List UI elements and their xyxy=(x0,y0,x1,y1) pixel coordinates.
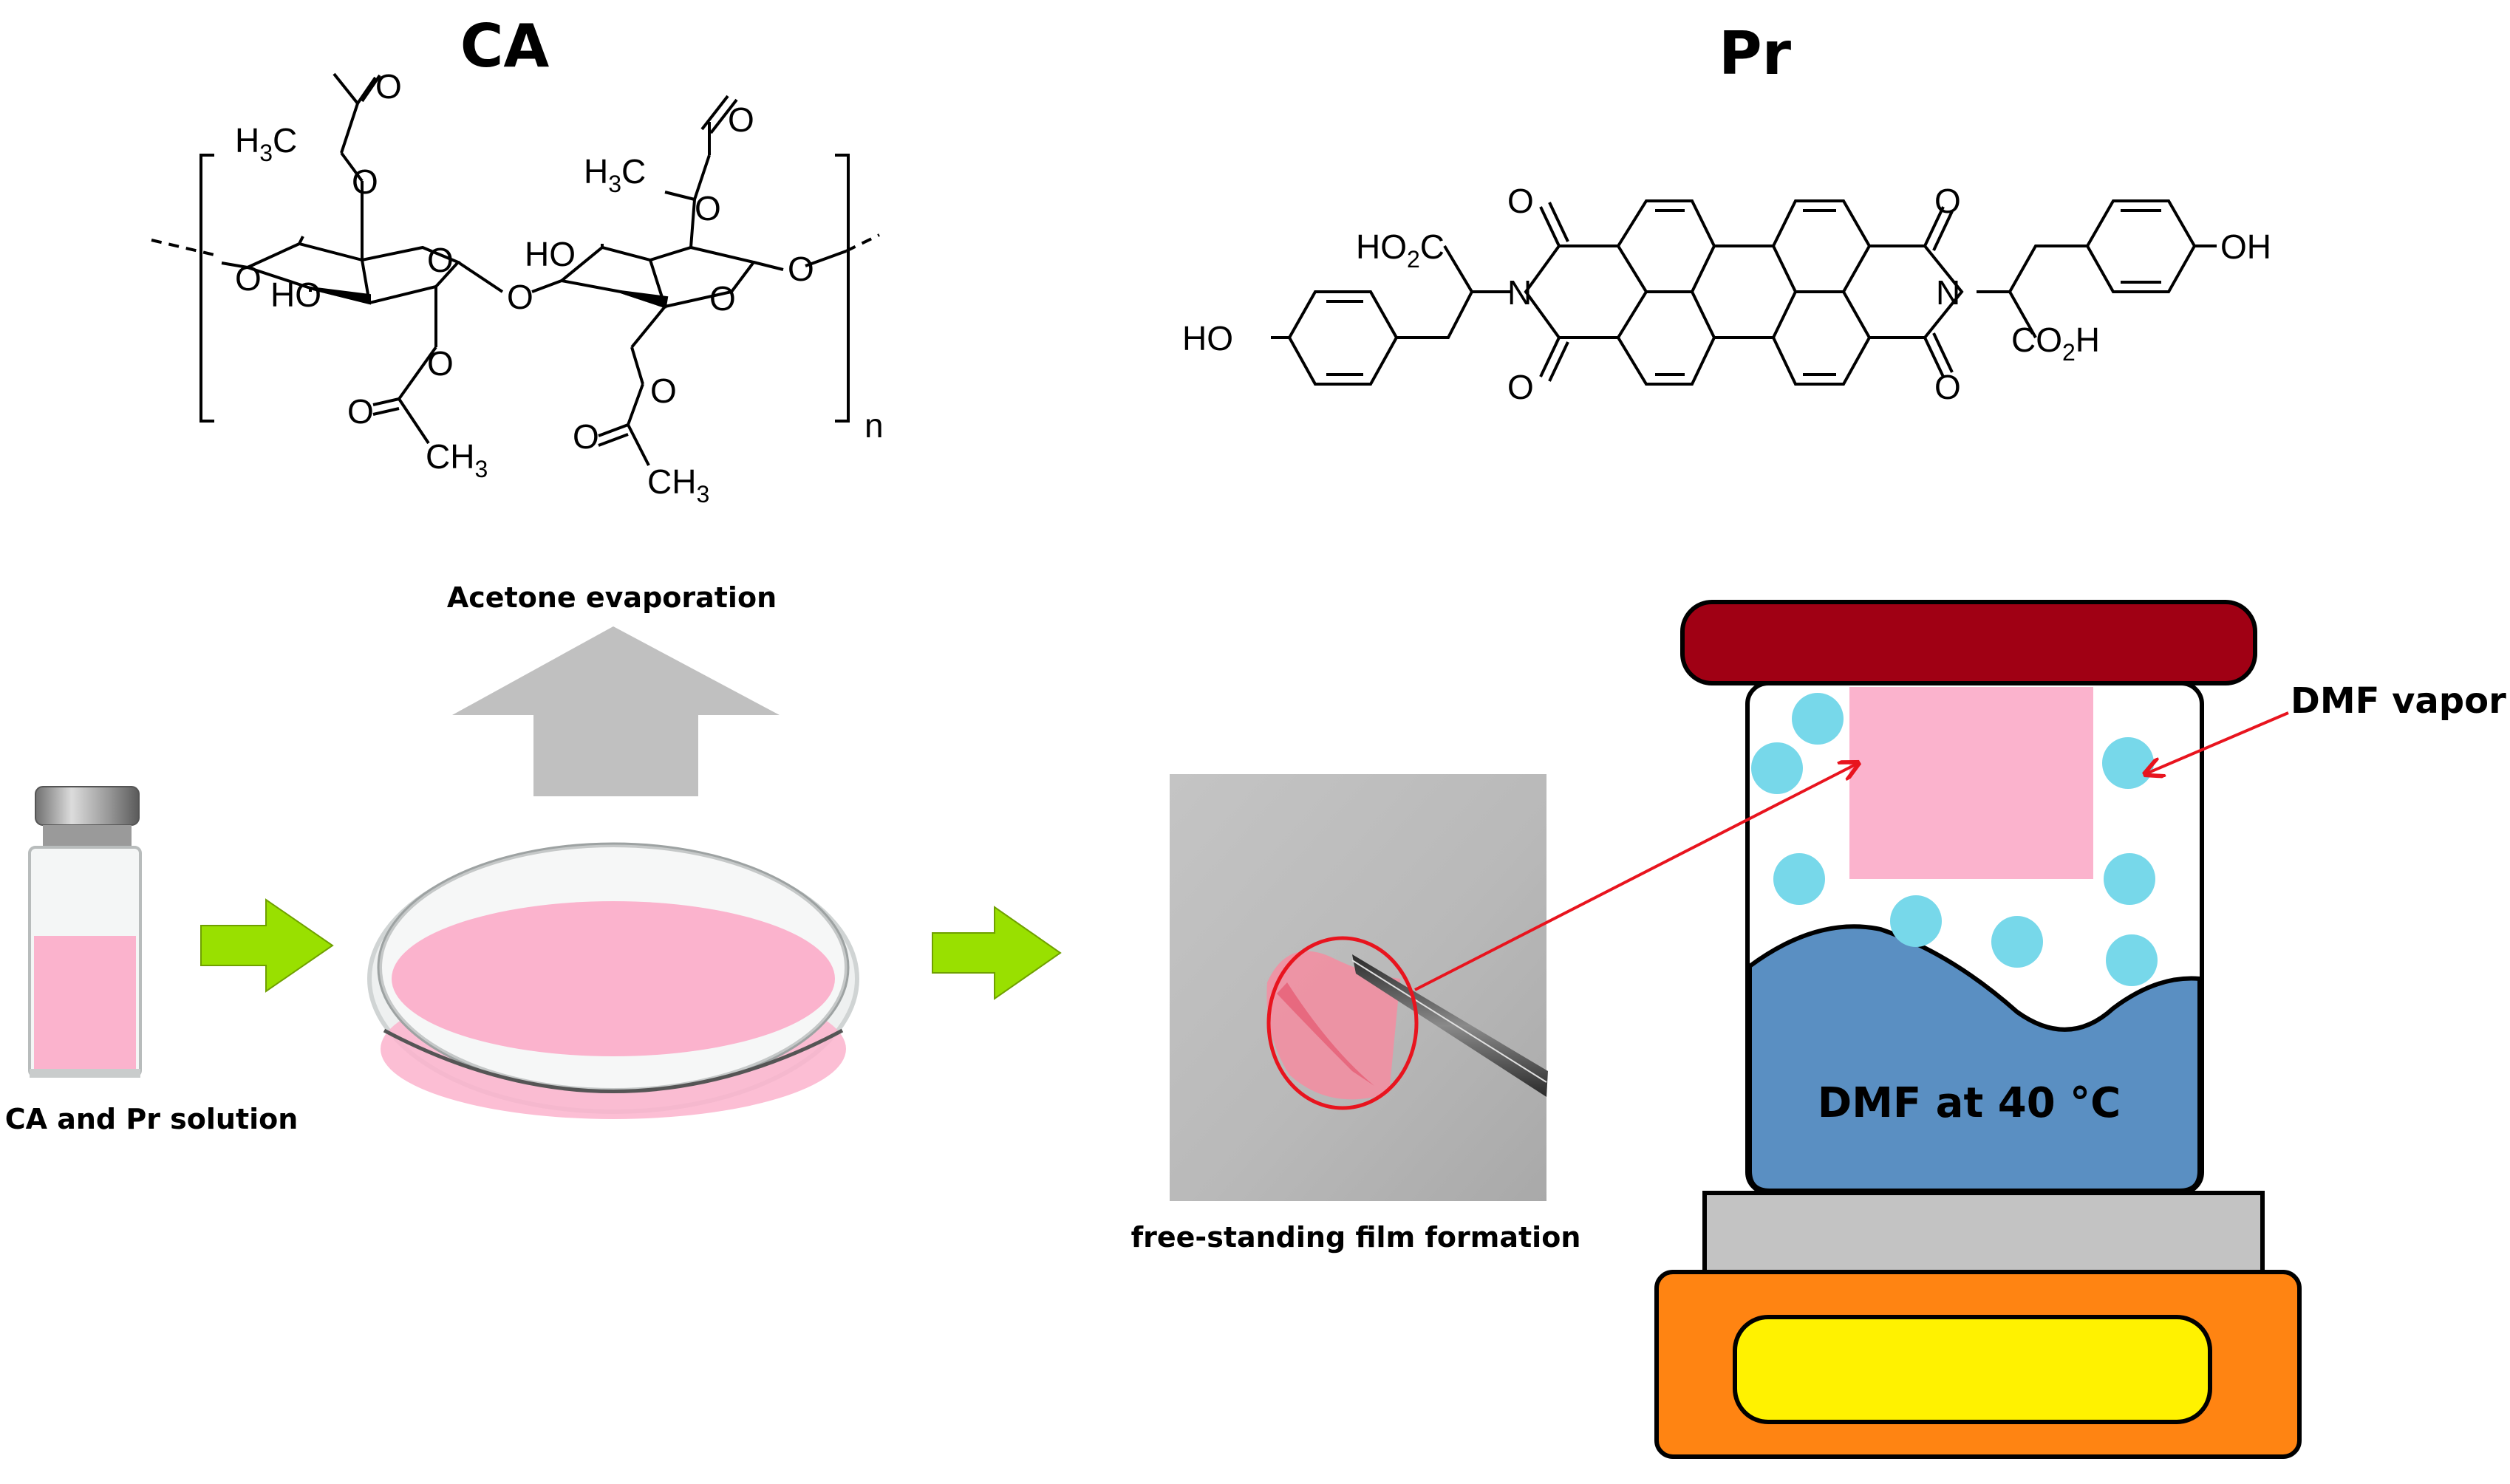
svg-text:CO2H: CO2H xyxy=(2011,321,2100,366)
svg-text:O: O xyxy=(728,100,754,139)
svg-text:O: O xyxy=(1507,182,1534,220)
film-photo xyxy=(1170,774,1548,1201)
evaporation-label: Acetone evaporation xyxy=(447,581,777,614)
vial-label: CA and Pr solution xyxy=(5,1103,299,1135)
film-sample xyxy=(1266,951,1400,1100)
vapor-chamber xyxy=(1654,600,2302,1459)
film-highlight-circle xyxy=(1266,936,1419,1110)
svg-text:O: O xyxy=(1507,368,1534,406)
step-arrow-2 xyxy=(932,906,1062,1000)
pr-atom-labels: O O O O N N HO2C CO2H HO OH xyxy=(1182,182,2271,406)
film-label: free-standing film formation xyxy=(1131,1221,1581,1254)
vapor-label: DMF vapor xyxy=(2291,680,2506,722)
ca-atom-labels: O HO O O O O H3C O O CH3 HO O O O O H3C … xyxy=(235,67,884,507)
svg-text:O: O xyxy=(1934,368,1961,406)
imide-right xyxy=(1869,245,1964,339)
left-bracket xyxy=(199,154,214,423)
ca-repeat-subscript: n xyxy=(864,406,884,445)
svg-text:HO2C: HO2C xyxy=(1356,228,1445,273)
tweezers xyxy=(1352,954,1548,1097)
svg-text:N: N xyxy=(1507,273,1532,312)
vial-solution xyxy=(34,936,136,1073)
svg-text:H3C: H3C xyxy=(584,152,646,197)
petri-dish xyxy=(367,842,859,1119)
svg-text:HO: HO xyxy=(1182,319,1233,358)
svg-text:O: O xyxy=(427,344,454,383)
svg-text:O: O xyxy=(709,279,736,318)
svg-text:O: O xyxy=(347,392,374,431)
svg-text:O: O xyxy=(235,259,262,298)
jar-lid xyxy=(1680,600,2257,685)
svg-text:OH: OH xyxy=(2220,228,2271,266)
svg-text:O: O xyxy=(427,241,454,279)
perylene-core xyxy=(1616,199,1872,386)
svg-text:O: O xyxy=(788,250,814,288)
svg-text:H3C: H3C xyxy=(235,121,297,166)
liquid-label: DMF at 40 °C xyxy=(1818,1079,2121,1127)
svg-text:O: O xyxy=(573,417,599,456)
pr-structure xyxy=(1271,199,2217,386)
dmf-liquid xyxy=(1747,924,2202,1193)
ca-title: CA xyxy=(460,12,550,81)
pr-title: Pr xyxy=(1719,19,1792,88)
svg-text:CH3: CH3 xyxy=(426,437,488,482)
svg-text:O: O xyxy=(507,278,533,316)
svg-text:HO: HO xyxy=(525,235,576,273)
svg-text:CH3: CH3 xyxy=(647,462,709,507)
ca-dash-right xyxy=(845,233,880,253)
svg-text:N: N xyxy=(1936,273,1960,312)
svg-text:O: O xyxy=(650,372,677,410)
ca-structure xyxy=(151,72,880,466)
film-to-chamber-arrow xyxy=(1414,763,1858,991)
svg-text:O: O xyxy=(1934,182,1961,220)
heater-plate xyxy=(1702,1191,2265,1274)
svg-text:O: O xyxy=(352,163,378,201)
heater-element xyxy=(1733,1315,2212,1424)
film-in-dish xyxy=(392,901,835,1056)
vial-cap xyxy=(35,786,140,826)
svg-text:HO: HO xyxy=(270,276,321,314)
suspended-film xyxy=(1849,687,2093,879)
svg-text:O: O xyxy=(695,189,721,228)
vapor-droplets xyxy=(1751,693,2158,986)
ca-dash-left xyxy=(151,239,215,256)
imide-left xyxy=(1524,245,1618,339)
step-arrow-1 xyxy=(200,898,334,993)
vial xyxy=(28,786,142,1078)
evaporation-arrow xyxy=(452,626,780,796)
vapor-pointer-arrow xyxy=(2145,711,2289,774)
right-bracket xyxy=(835,154,850,423)
svg-text:O: O xyxy=(375,67,402,106)
